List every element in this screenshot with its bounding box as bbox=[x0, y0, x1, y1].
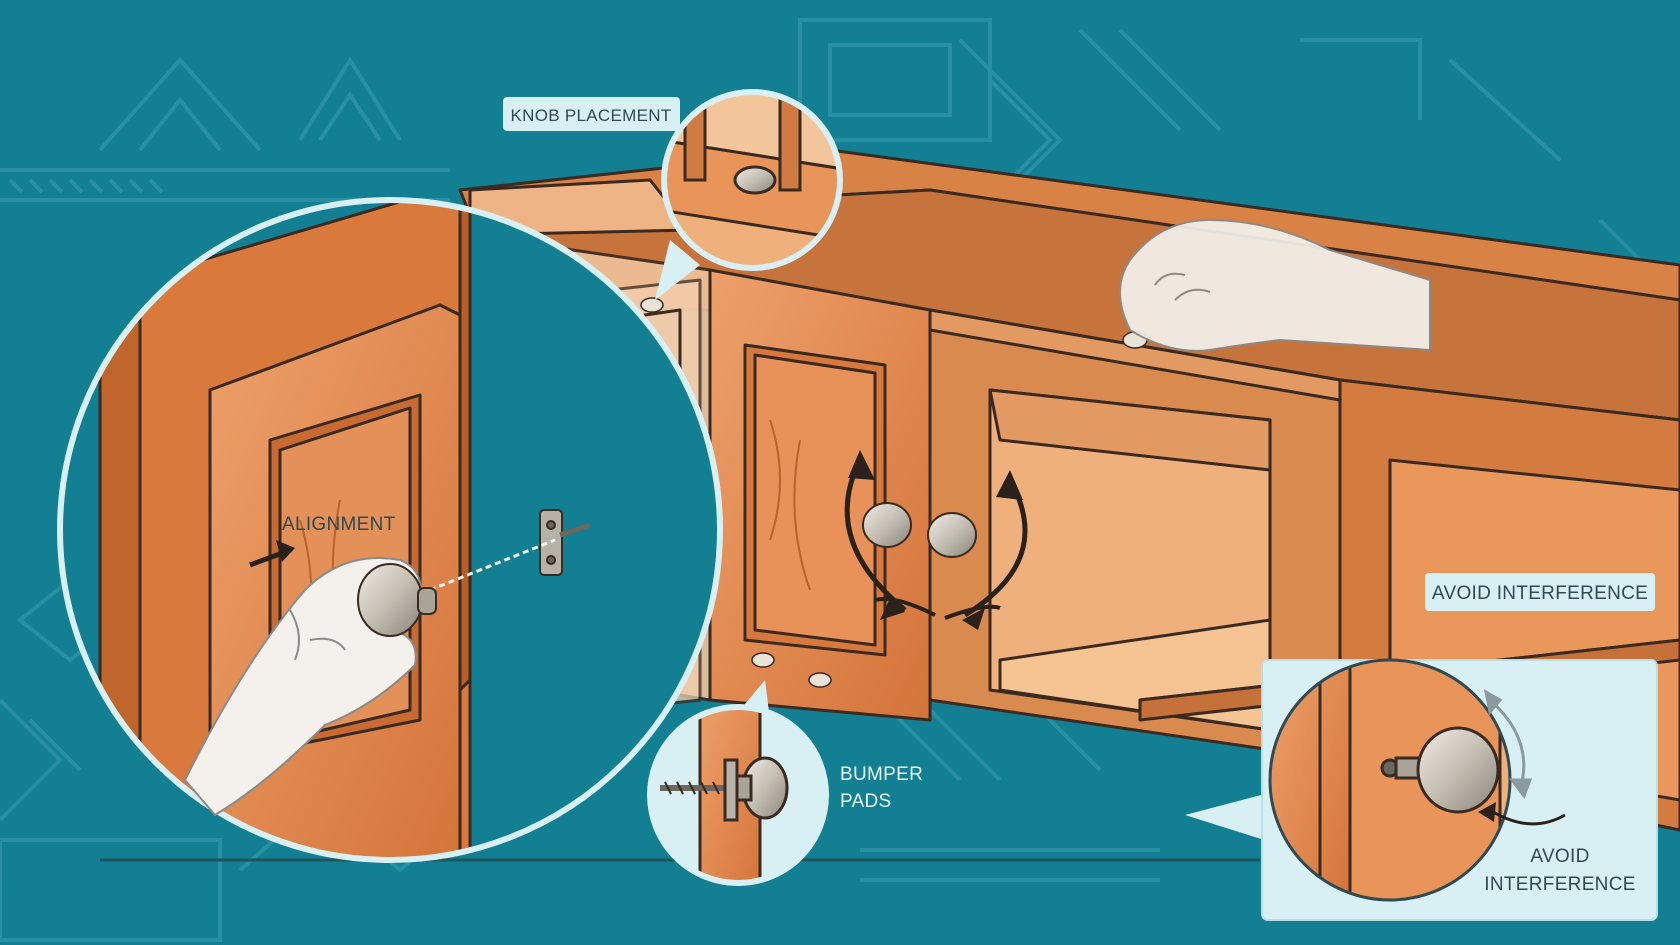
interference-arrow-head bbox=[1478, 802, 1496, 822]
alignment-arrow-icon bbox=[249, 540, 295, 568]
knob-icon bbox=[862, 502, 977, 558]
avoid-interference-tag-label: AVOID INTERFERENCE bbox=[1432, 583, 1648, 604]
knob-placement-callout bbox=[655, 89, 843, 300]
avoid-interference-tag: AVOID INTERFERENCE bbox=[1425, 573, 1655, 611]
screw-icon bbox=[559, 522, 591, 538]
bumper-pads-callout bbox=[647, 680, 829, 886]
avoid-interference-inset: AVOID INTERFERENCE bbox=[1185, 658, 1658, 921]
bracket-icon bbox=[539, 509, 563, 576]
knob-placement-label: KNOB PLACEMENT bbox=[510, 106, 671, 125]
avoid-interference-inset-line1: AVOID bbox=[1530, 846, 1589, 867]
bumper-pads-label-line1: BUMPER bbox=[840, 764, 923, 785]
alignment-label: ALIGNMENT bbox=[282, 514, 396, 535]
avoid-interference-inset-line2: INTERFERENCE bbox=[1484, 874, 1635, 895]
knob-placement-tag: KNOB PLACEMENT bbox=[503, 97, 680, 131]
interference-arrow bbox=[1489, 808, 1566, 826]
bumper-pads-label-line2: PADS bbox=[840, 791, 892, 812]
hand-icon bbox=[1119, 218, 1431, 352]
alignment-magnifier bbox=[57, 197, 723, 863]
rotate-arrows-icon bbox=[844, 450, 1028, 630]
alignment-guide-line bbox=[429, 538, 556, 592]
knob-icon bbox=[357, 563, 437, 637]
rotate-arrows-icon bbox=[1483, 689, 1533, 800]
bumper-pad-icon bbox=[640, 297, 1148, 688]
